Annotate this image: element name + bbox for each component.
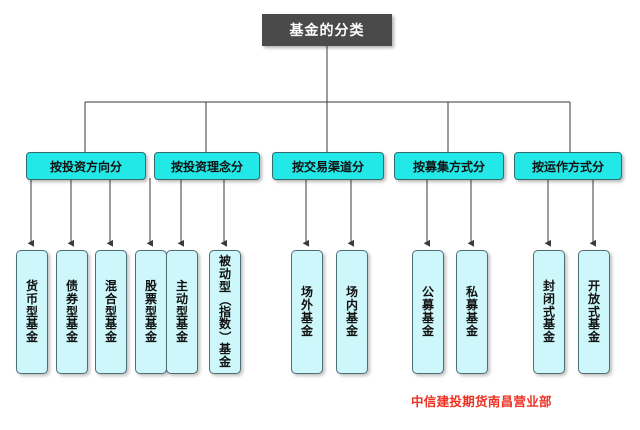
root-node: 基金的分类 [262, 14, 392, 46]
category-node-investment-philosophy[interactable]: 按投资理念分 [154, 152, 260, 180]
leaf-node-public-offering-fund[interactable]: 公募基金 [412, 250, 444, 374]
root-node-label: 基金的分类 [289, 22, 365, 38]
leaf-node-label: 场内基金 [345, 285, 358, 338]
leaf-node-otc-fund[interactable]: 场外基金 [291, 250, 323, 374]
category-node-fundraising-method[interactable]: 按募集方式分 [394, 152, 504, 180]
category-node-trading-channel[interactable]: 按交易渠道分 [272, 152, 384, 180]
category-node-label: 按投资理念分 [170, 159, 243, 174]
leaf-node-private-offering-fund[interactable]: 私募基金 [456, 250, 488, 374]
watermark-text: 中信建投期货南昌营业部 [411, 395, 552, 409]
category-node-investment-direction[interactable]: 按投资方向分 [26, 152, 146, 180]
category-node-label: 按投资方向分 [49, 159, 122, 174]
leaf-node-exchange-traded-fund[interactable]: 场内基金 [336, 250, 368, 374]
leaf-node-label: 股票型基金 [144, 278, 157, 345]
leaf-node-bond-fund[interactable]: 债券型基金 [56, 250, 88, 374]
leaf-node-closed-end-fund[interactable]: 封闭式基金 [533, 250, 565, 374]
leaf-node-passive-index-fund[interactable]: 被动型（指数）基金 [209, 250, 241, 374]
leaf-node-hybrid-fund[interactable]: 混合型基金 [95, 250, 127, 374]
category-node-label: 按运作方式分 [531, 159, 604, 174]
category-node-operation-method[interactable]: 按运作方式分 [514, 152, 622, 180]
leaf-node-open-end-fund[interactable]: 开放式基金 [578, 250, 610, 374]
leaf-node-label: 封闭式基金 [542, 278, 555, 345]
leaf-node-money-market-fund[interactable]: 货币型基金 [16, 250, 48, 374]
leaf-node-active-fund[interactable]: 主动型基金 [166, 250, 198, 374]
leaf-node-label: 私募基金 [465, 285, 478, 338]
leaf-node-label: 被动型（指数）基金 [217, 253, 232, 370]
leaf-node-label: 主动型基金 [175, 278, 188, 345]
leaf-node-equity-fund[interactable]: 股票型基金 [135, 250, 167, 374]
leaf-node-label: 债券型基金 [65, 278, 78, 345]
leaf-node-label: 公募基金 [421, 285, 434, 338]
leaf-node-label: 混合型基金 [104, 278, 117, 345]
category-node-label: 按交易渠道分 [291, 159, 364, 174]
category-node-label: 按募集方式分 [412, 159, 485, 174]
leaf-node-label: 货币型基金 [25, 278, 38, 345]
leaf-node-label: 开放式基金 [587, 278, 600, 345]
leaf-node-label: 场外基金 [300, 285, 313, 338]
